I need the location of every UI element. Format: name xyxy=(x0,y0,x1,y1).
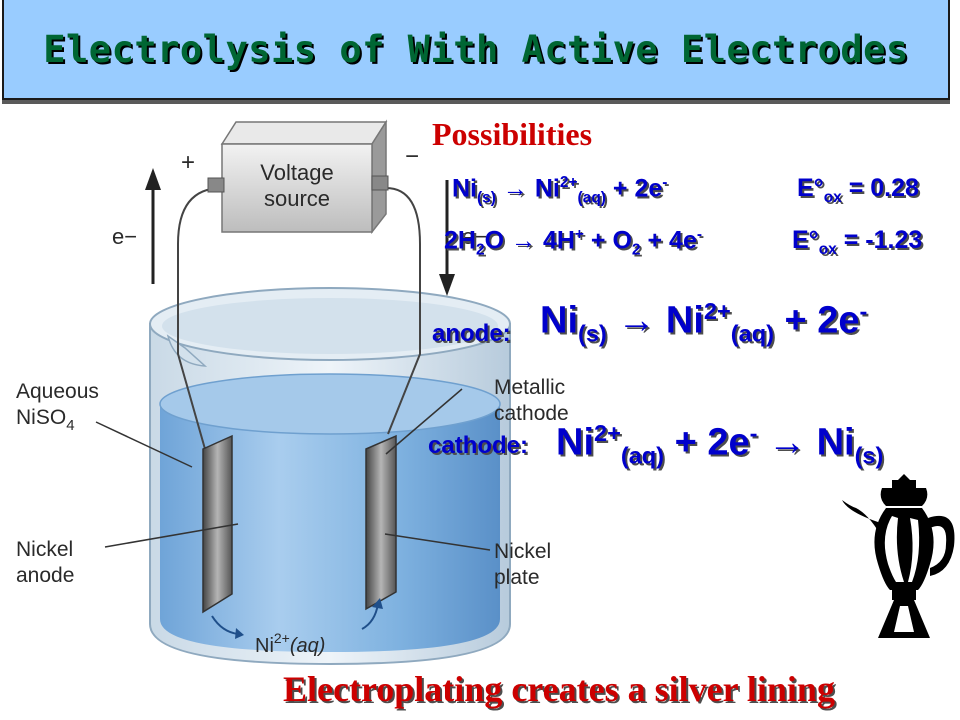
anode-half-reaction: Ni(s) → Ni2+(aq) + 2e- xyxy=(540,298,868,347)
anode-label: anode: xyxy=(432,320,511,347)
voltage-source-label-2: source xyxy=(264,186,330,211)
metallic-cathode-label-2: cathode xyxy=(494,402,569,425)
nickel-sulfate-solution xyxy=(160,404,500,652)
aqueous-label-2: NiSO4 xyxy=(16,406,75,434)
footer-caption: Electroplating creates a silver lining xyxy=(283,669,835,709)
possibilities-heading: Possibilities xyxy=(432,116,593,152)
oxidation-potential-2: E°ox = -1.23 xyxy=(792,226,923,258)
ion-label: Ni2+(aq) xyxy=(255,630,325,657)
voltage-source-icon xyxy=(207,119,389,235)
nickel-anode-label-1: Nickel xyxy=(16,538,73,561)
coffee-pot-icon xyxy=(842,474,955,638)
ion-flow-arrow-left xyxy=(211,615,239,635)
cathode-wire xyxy=(385,187,421,435)
nickel-plate-label-1: Nickel xyxy=(494,540,551,563)
cathode-half-reaction: Ni2+(aq) + 2e- → Ni(s) xyxy=(556,420,884,469)
solution-surface xyxy=(159,373,501,435)
metallic-cathode-electrode xyxy=(365,434,397,611)
plus-terminal-label: + xyxy=(181,149,195,176)
oxidation-potential-1: E°ox = 0.28 xyxy=(797,174,919,206)
oxidation-reaction-2: 2H2O → 4H+ + O2 + 4e- xyxy=(444,226,703,259)
cathode-label: cathode: xyxy=(428,432,529,459)
minus-terminal-label: − xyxy=(405,143,419,170)
electron-label-right: e− xyxy=(462,224,487,249)
aqueous-label-1: Aqueous xyxy=(16,380,99,403)
metallic-cathode-label-1: Metallic xyxy=(494,376,565,399)
voltage-source-label-1: Voltage xyxy=(260,160,333,185)
title-bar: Electrolysis of With Active Electrodes xyxy=(2,0,950,100)
nickel-anode-label-2: anode xyxy=(16,564,74,587)
electrolysis-diagram: Voltage source + − e− e− Ni2+(aq) Aqueou… xyxy=(16,119,569,666)
slide-title: Electrolysis of With Active Electrodes xyxy=(43,28,909,71)
oxidation-reaction-1: Ni(s) → Ni2+(aq) + 2e- xyxy=(452,174,668,207)
electron-label-left: e− xyxy=(112,224,137,249)
title-divider xyxy=(2,100,950,104)
nickel-anode-electrode xyxy=(202,434,233,614)
electron-flow-arrow-icon xyxy=(145,168,455,296)
nickel-plate-label-2: plate xyxy=(494,566,540,589)
